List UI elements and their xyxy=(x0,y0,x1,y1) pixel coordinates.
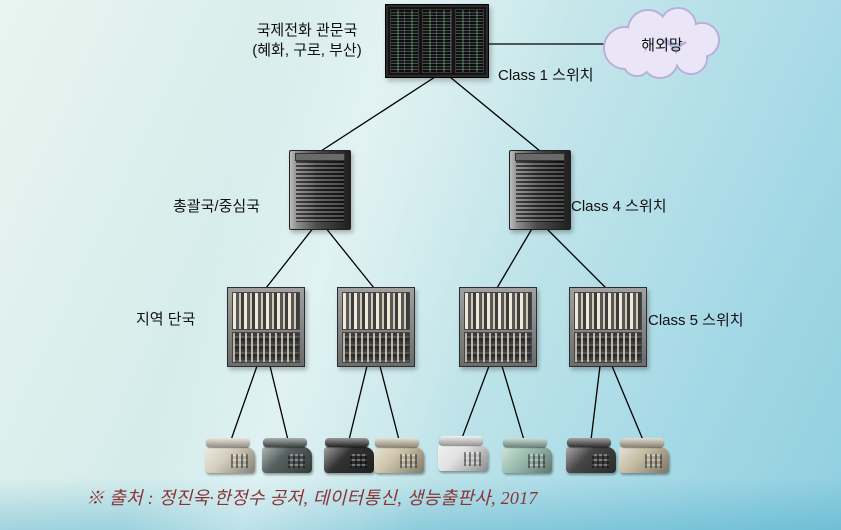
switch-top-panel xyxy=(295,153,345,161)
local-office-label: 지역 단국 xyxy=(136,311,196,328)
gateway-office-label: 국제전화 관문국 (혜화, 구로, 부산) xyxy=(236,21,378,60)
phone-handset xyxy=(375,438,419,447)
telephone-7 xyxy=(566,438,616,474)
line-card-shelf xyxy=(232,292,300,331)
rack-panel xyxy=(454,9,484,73)
phone-handset xyxy=(620,438,664,447)
gateway-switch xyxy=(385,4,489,78)
class5-switch-label: Class 5 스위치 xyxy=(648,312,744,329)
phone-body xyxy=(438,445,488,471)
phone-body xyxy=(262,447,312,473)
class4-switch-left xyxy=(289,150,351,230)
phone-body xyxy=(374,447,424,473)
phone-body xyxy=(205,447,255,473)
phone-keypad xyxy=(400,454,417,468)
class4-switch-label: Class 4 스위치 xyxy=(571,198,667,215)
rack-panel xyxy=(422,9,452,73)
class4-switch-right xyxy=(509,150,571,230)
telephone-8 xyxy=(619,438,669,474)
phone-keypad xyxy=(231,454,248,468)
overseas-cloud: 해외망 xyxy=(594,2,730,86)
line-card-shelf xyxy=(342,292,410,331)
telephone-3 xyxy=(324,438,374,474)
telephone-1 xyxy=(205,438,255,474)
phone-handset xyxy=(567,438,611,447)
equipment-shelf xyxy=(464,332,532,363)
class1-switch-label: Class 1 스위치 xyxy=(498,67,594,84)
switch-vent-slats xyxy=(296,161,344,222)
phone-keypad xyxy=(350,454,367,468)
rack-panel xyxy=(390,9,420,73)
line-card-shelf xyxy=(574,292,642,331)
phone-keypad xyxy=(288,454,305,468)
phone-handset xyxy=(263,438,307,447)
telephone-4 xyxy=(374,438,424,474)
phone-handset xyxy=(439,436,483,445)
class5-switch-2 xyxy=(337,287,415,367)
phone-body xyxy=(566,447,616,473)
equipment-shelf xyxy=(342,332,410,363)
gateway-office-label-line1: 국제전화 관문국 xyxy=(256,22,358,39)
equipment-shelf xyxy=(574,332,642,363)
switch-vent-slats xyxy=(516,161,564,222)
line-card-shelf xyxy=(464,292,532,331)
gateway-office-label-line2: (혜화, 구로, 부산) xyxy=(252,41,362,59)
phone-handset xyxy=(503,438,547,447)
overseas-network-label: 해외망 xyxy=(641,37,683,54)
class5-switch-4 xyxy=(569,287,647,367)
phone-body xyxy=(502,447,552,473)
central-office-label: 총괄국/중심국 xyxy=(173,198,260,215)
phone-handset xyxy=(325,438,369,447)
class5-switch-3 xyxy=(459,287,537,367)
phone-keypad xyxy=(528,454,545,468)
equipment-shelf xyxy=(232,332,300,363)
class5-switch-1 xyxy=(227,287,305,367)
source-caption: ※ 출처 : 정진욱·한정수 공저, 데이터통신, 생능출판사, 2017 xyxy=(86,488,538,508)
phone-keypad xyxy=(464,452,481,466)
switch-top-panel xyxy=(515,153,565,161)
cloud-shape xyxy=(603,7,720,79)
phone-keypad xyxy=(592,454,609,468)
phone-body xyxy=(619,447,669,473)
phone-handset xyxy=(206,438,250,447)
telephone-6 xyxy=(502,438,552,474)
telephone-2 xyxy=(262,438,312,474)
telephone-5 xyxy=(438,436,488,472)
phone-body xyxy=(324,447,374,473)
phone-keypad xyxy=(645,454,662,468)
